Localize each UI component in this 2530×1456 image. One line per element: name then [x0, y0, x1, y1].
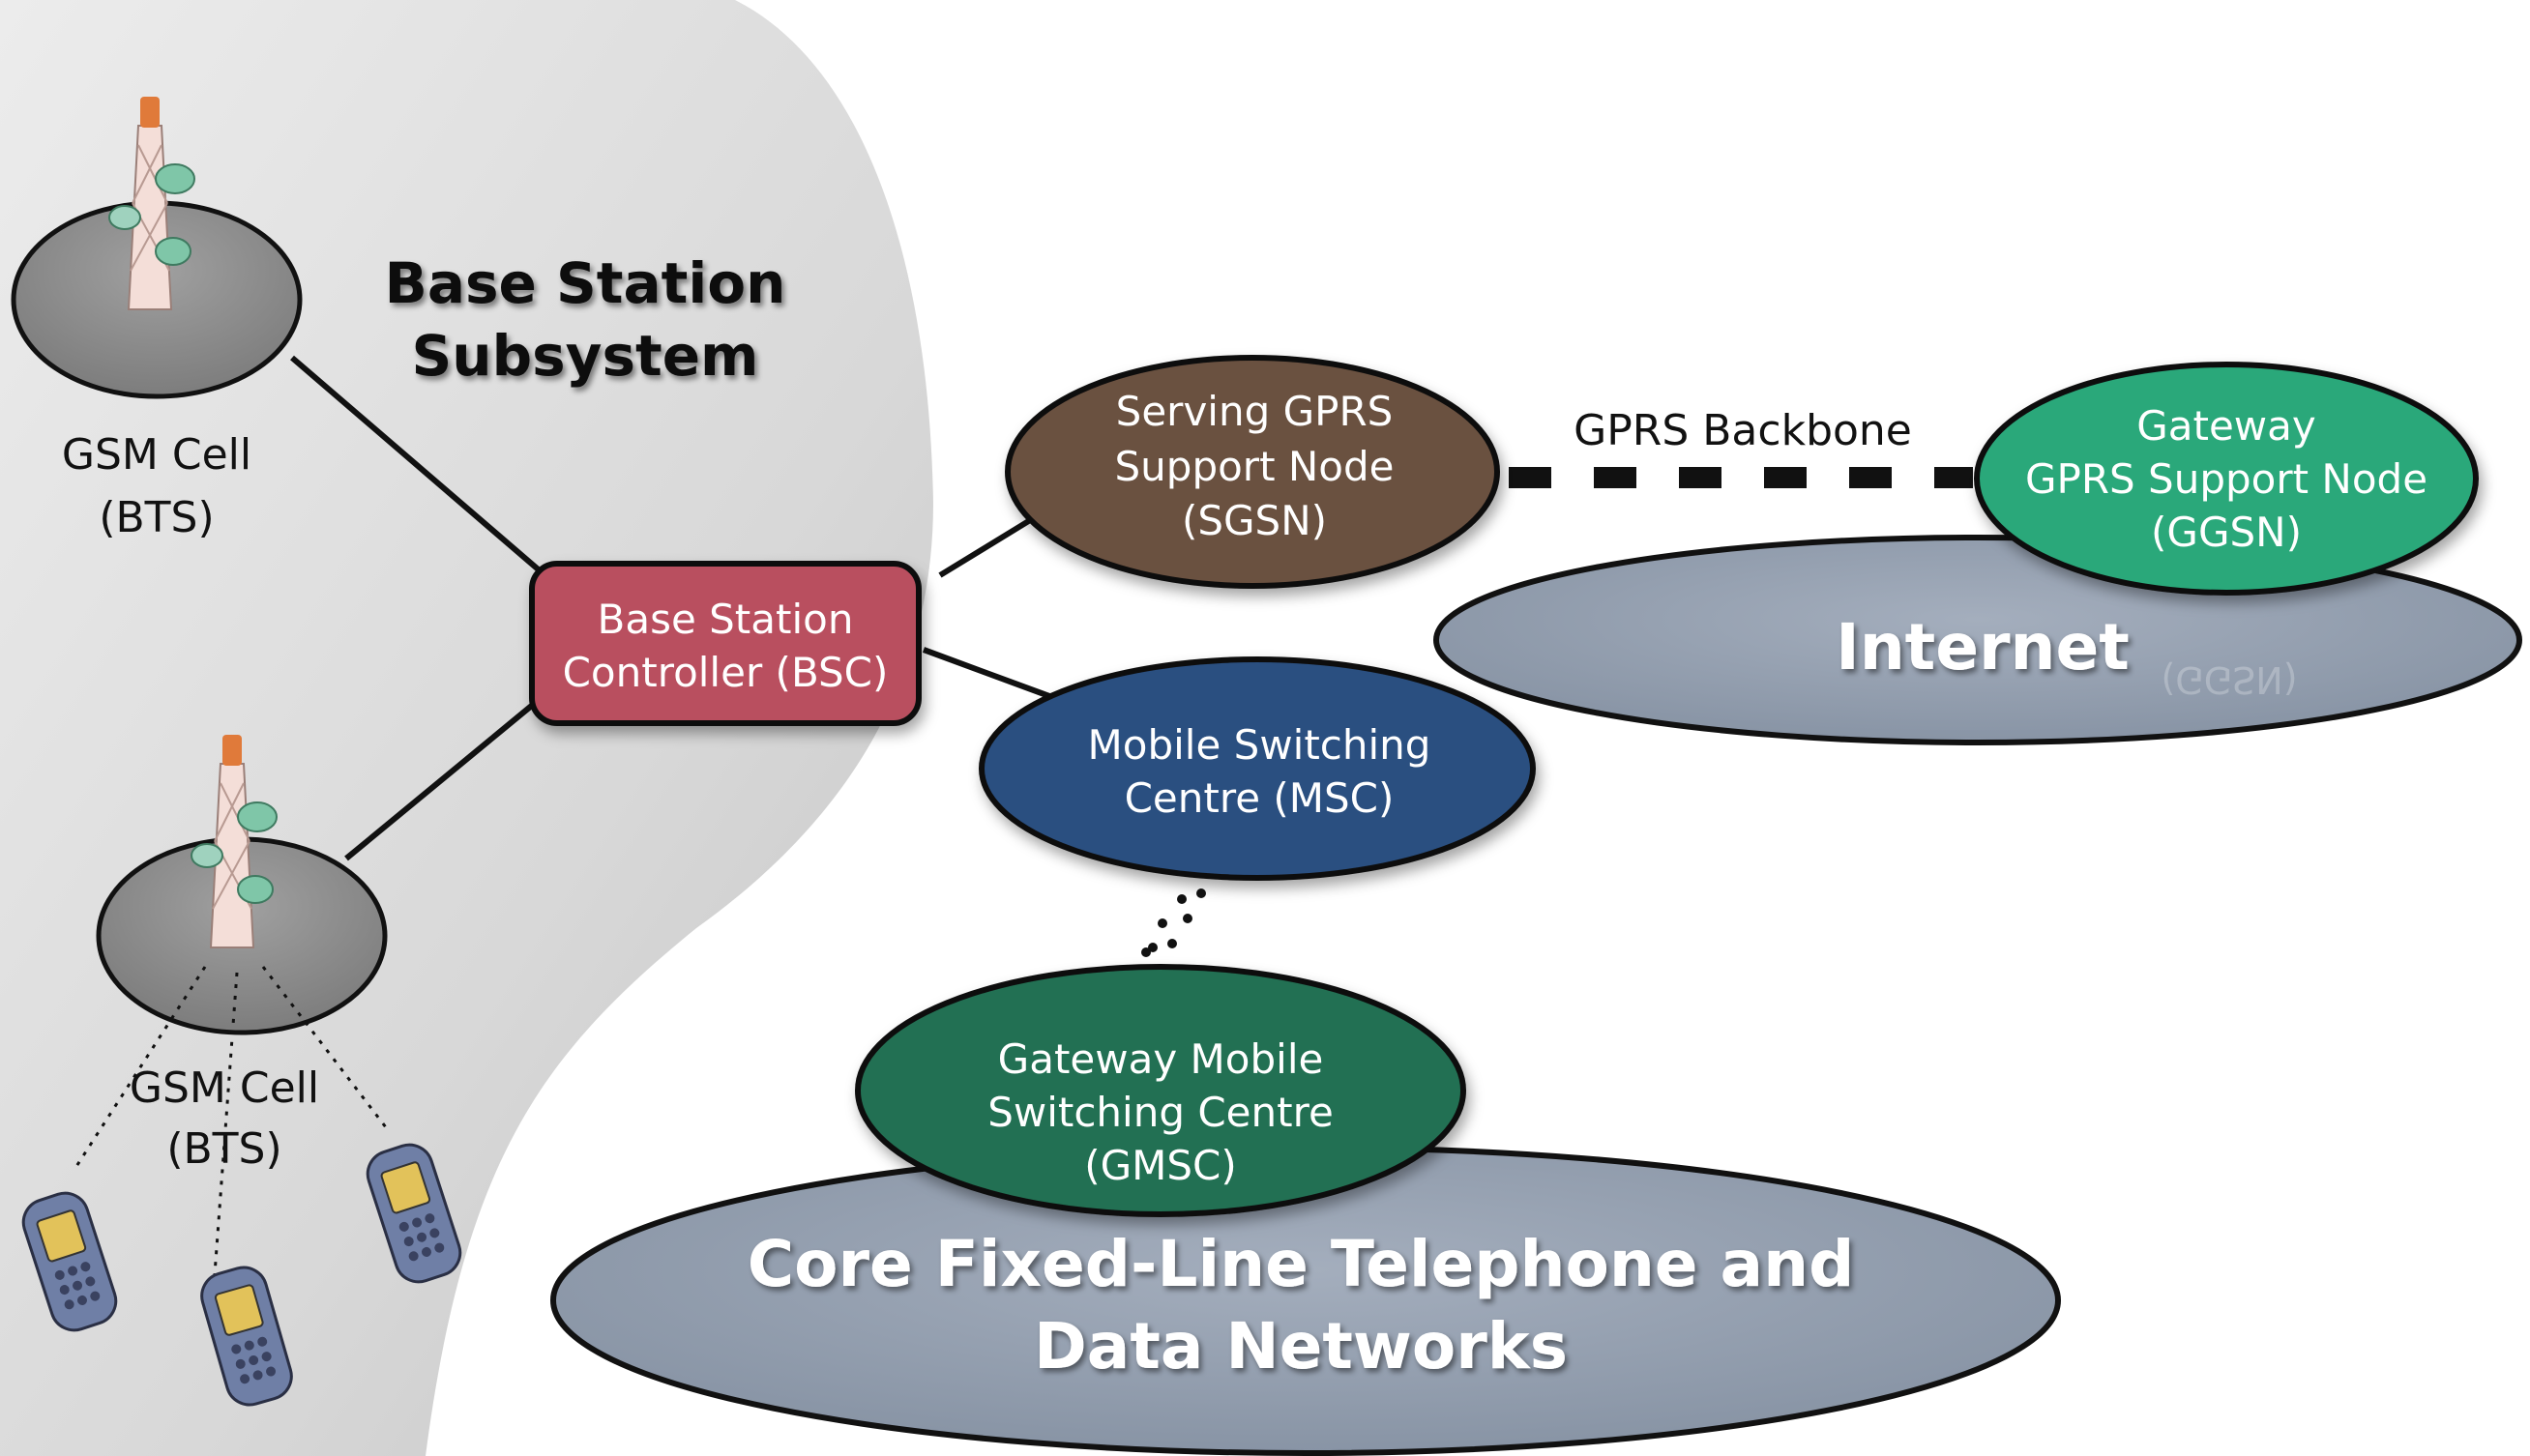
- bss-title: Base Station Subsystem: [385, 250, 786, 389]
- link-bsc-sgsn: [938, 511, 1042, 578]
- core-network-label-line2: Data Networks: [1034, 1309, 1568, 1383]
- cell-top-label-line1: GSM Cell: [62, 430, 251, 480]
- msc-gmsc-dotted-link: [1141, 888, 1206, 957]
- bsc-node: [529, 561, 922, 726]
- ggsn-label-line3: (GGSN): [2151, 509, 2302, 556]
- gsm-cell-top: [11, 96, 303, 399]
- sgsn-label-line3: (SGSN): [1182, 497, 1327, 544]
- link-cell-bottom-bsc: [344, 701, 536, 861]
- msc-label-line1: Mobile Switching: [1088, 721, 1431, 769]
- internet-label: Internet: [1836, 610, 2130, 684]
- link-cell-top-bsc: [290, 355, 544, 575]
- radio-links: [74, 966, 391, 1275]
- sgsn-node: [1005, 355, 1500, 589]
- connection-lines: [290, 355, 1051, 861]
- core-network-label-line1: Core Fixed-Line Telephone and: [748, 1227, 1855, 1301]
- ggsn-label-line2: GPRS Support Node: [2025, 455, 2427, 503]
- sgsn-label-line2: Support Node: [1115, 443, 1395, 490]
- gprs-backbone-label: GPRS Backbone: [1574, 406, 1912, 455]
- bss-title-line2: Subsystem: [412, 323, 759, 389]
- gmsc-node: [855, 964, 1466, 1217]
- ggsn-node: [1974, 362, 2479, 596]
- gmsc-label-line3: (GMSC): [1084, 1142, 1237, 1189]
- bsc-label-line2: Controller (BSC): [563, 649, 889, 696]
- gmsc-label-line1: Gateway Mobile: [998, 1035, 1324, 1083]
- cell-bottom-label-line2: (BTS): [166, 1124, 281, 1174]
- gsm-cell-bottom: [96, 734, 388, 1035]
- ggsn-reflection: (GGSN): [2161, 658, 2297, 701]
- sgsn-label-line1: Serving GPRS: [1116, 388, 1394, 435]
- bsc-label-line1: Base Station: [598, 596, 854, 643]
- msc-label-line2: Centre (MSC): [1125, 774, 1395, 822]
- gmsc-label-line2: Switching Centre: [987, 1089, 1334, 1136]
- bss-title-line1: Base Station: [385, 250, 786, 316]
- ggsn-label-line1: Gateway: [2136, 402, 2316, 450]
- link-bsc-msc: [922, 647, 1051, 699]
- msc-node: [979, 656, 1536, 881]
- cell-top-label-line2: (BTS): [99, 493, 214, 542]
- cell-bottom-label-line1: GSM Cell: [130, 1063, 319, 1113]
